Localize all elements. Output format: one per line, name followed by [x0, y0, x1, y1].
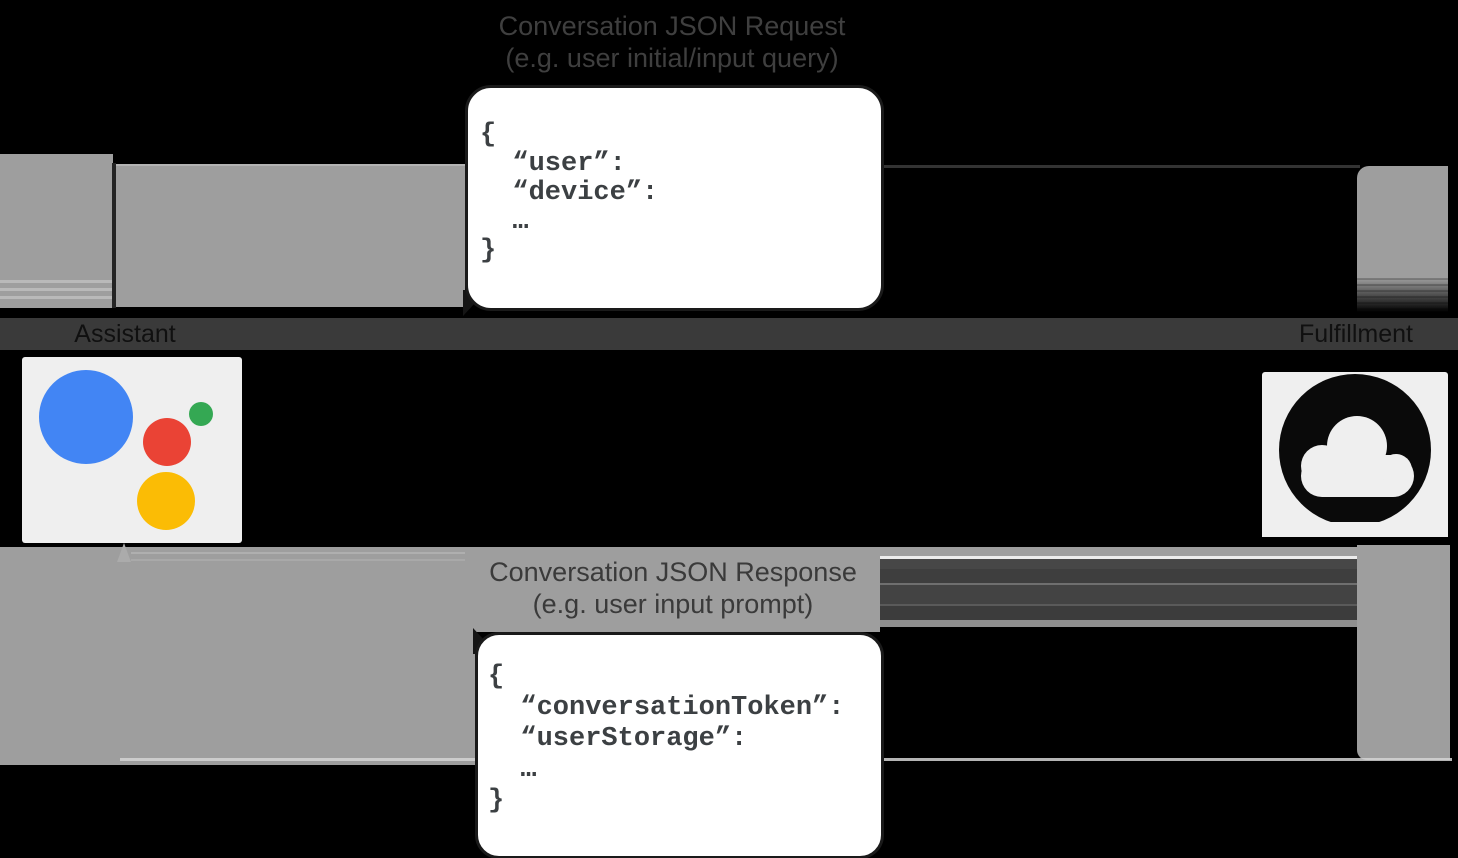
assistant-red-circle [143, 418, 191, 466]
response-heading: Conversation JSON Response (e.g. user in… [373, 556, 973, 620]
request-arrowhead-icon [1357, 278, 1448, 312]
request-arrow-band-left [0, 154, 113, 308]
request-arrow-band [116, 164, 465, 307]
response-arrow-band-left [0, 632, 475, 765]
request-arrow-divider-line [112, 163, 116, 308]
response-arrow-band [0, 547, 880, 632]
response-arrow-top-edge [131, 552, 465, 554]
response-arrow-top-edge-2 [131, 559, 465, 561]
request-title: Conversation JSON Request [498, 11, 846, 41]
response-title: Conversation JSON Response [489, 557, 857, 587]
assistant-label: Assistant [74, 320, 176, 348]
request-arrow-fade-stripes [0, 280, 113, 304]
assistant-blue-circle [39, 370, 133, 464]
google-assistant-icon [22, 357, 242, 543]
response-json-code: { “conversationToken”: “userStorage”: … … [488, 662, 845, 816]
response-arrowhead-icon [117, 543, 131, 562]
response-arrow-pipe [1357, 545, 1450, 760]
request-arrow-outline [878, 165, 1360, 168]
request-heading: Conversation JSON Request (e.g. user ini… [372, 10, 972, 74]
assistant-green-circle [189, 402, 213, 426]
cloud-icon-svg [1262, 374, 1448, 537]
request-json-callout: { “user”: “device”: … } [465, 85, 884, 311]
cloud-icon [1262, 372, 1448, 537]
request-arrow-pipe [1357, 166, 1448, 278]
response-arrow-band-faded [880, 547, 1357, 627]
response-json-callout: { “conversationToken”: “userStorage”: … … [475, 632, 884, 858]
actor-label-strip: Assistant Fulfillment [0, 318, 1458, 350]
response-subtitle: (e.g. user input prompt) [532, 589, 814, 619]
assistant-yellow-circle [137, 472, 195, 530]
fulfillment-label: Fulfillment [1299, 320, 1413, 348]
request-json-code: { “user”: “device”: … } [480, 120, 659, 266]
request-subtitle: (e.g. user initial/input query) [505, 43, 839, 73]
